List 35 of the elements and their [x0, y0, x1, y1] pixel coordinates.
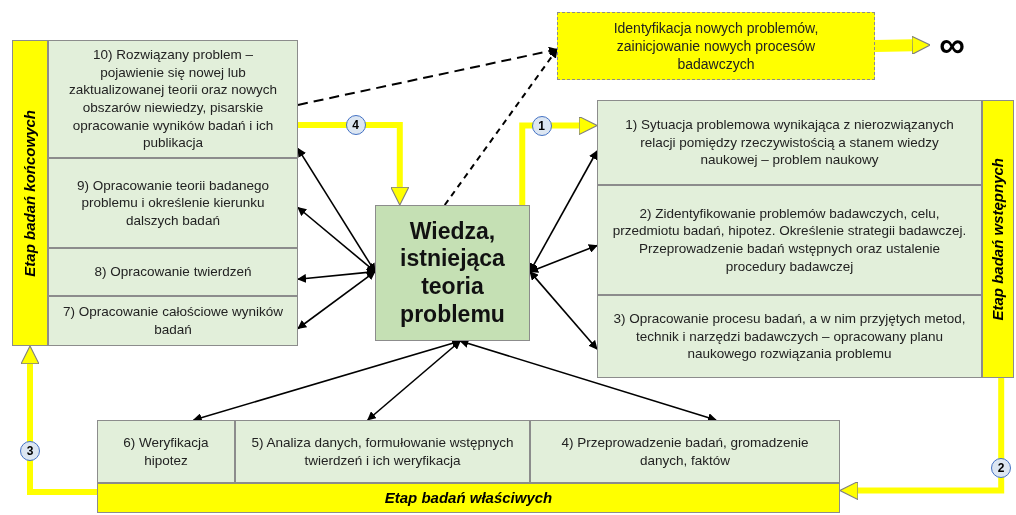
step-box: 9) Opracowanie teorii badanego problemu i określenie kierunku dalszych badań	[48, 158, 298, 248]
double-arrow	[297, 206, 376, 273]
dashed-arrow	[297, 46, 558, 106]
step-box: 3) Opracowanie procesu badań, a w nim przyjętych metod, technik i narzędzi badawczych – opracowany planu naukowego rozwiązania problemu	[597, 295, 982, 378]
step-box: 5) Analiza danych, formułowanie wstępnych twierdzeń i ich weryfikacja	[235, 420, 530, 483]
dashed-arrow	[443, 48, 558, 206]
flow-arrow	[20, 345, 97, 495]
step-number: 4	[345, 114, 366, 135]
step-box: 7) Opracowanie całościowe wyników badań	[48, 296, 298, 346]
double-arrow	[459, 339, 717, 422]
double-arrow	[529, 244, 598, 273]
double-arrow	[529, 270, 598, 350]
step-number: 3	[20, 441, 40, 462]
infinity-symbol: ∞	[930, 20, 974, 70]
double-arrow	[297, 270, 376, 330]
step-number: 1	[531, 115, 552, 136]
double-arrow	[529, 150, 598, 273]
stage-bar: Etap badań właściwych	[97, 483, 840, 513]
flow-arrow	[298, 121, 410, 206]
stage-bar: Etap badań końcowych	[12, 40, 48, 346]
central-box: Wiedza, istniejąca teoria problemu	[375, 205, 530, 341]
step-box: 6) Weryfikacja hipotez	[97, 420, 235, 483]
step-box: 8) Opracowanie twierdzeń	[48, 248, 298, 296]
flow-arrow	[874, 35, 931, 55]
double-arrow	[366, 340, 462, 421]
step-box: 10) Rozwiązany problem – pojawienie się nowej lub zaktualizowanej teorii oraz nowych obszarów niewiedzy, pisarskie opracowanie wyników badań i ich publikacja	[48, 40, 298, 158]
outcome-box: Identyfikacja nowych problemów, zainicjowanie nowych procesów badawczych	[557, 12, 875, 80]
double-arrow	[297, 267, 376, 283]
flow-arrow	[519, 115, 598, 205]
step-box: 2) Zidentyfikowanie problemów badawczych, celu, przedmiotu badań, hipotez. Określenie strategii badawczej. Przeprowadzenie badań wstępnych oraz ustalenie procedury badawczej	[597, 185, 982, 295]
step-number: 2	[991, 457, 1012, 478]
stage-bar: Etap badań wstępnych	[982, 100, 1014, 378]
step-box: 4) Przeprowadzenie badań, gromadzenie danych, faktów	[530, 420, 840, 483]
step-box: 1) Sytuacja problemowa wynikająca z nierozwiązanych relacji pomiędzy rzeczywistością a stanem wiedzy naukowej – problem naukowy	[597, 100, 982, 185]
flow-arrow	[839, 378, 1005, 501]
